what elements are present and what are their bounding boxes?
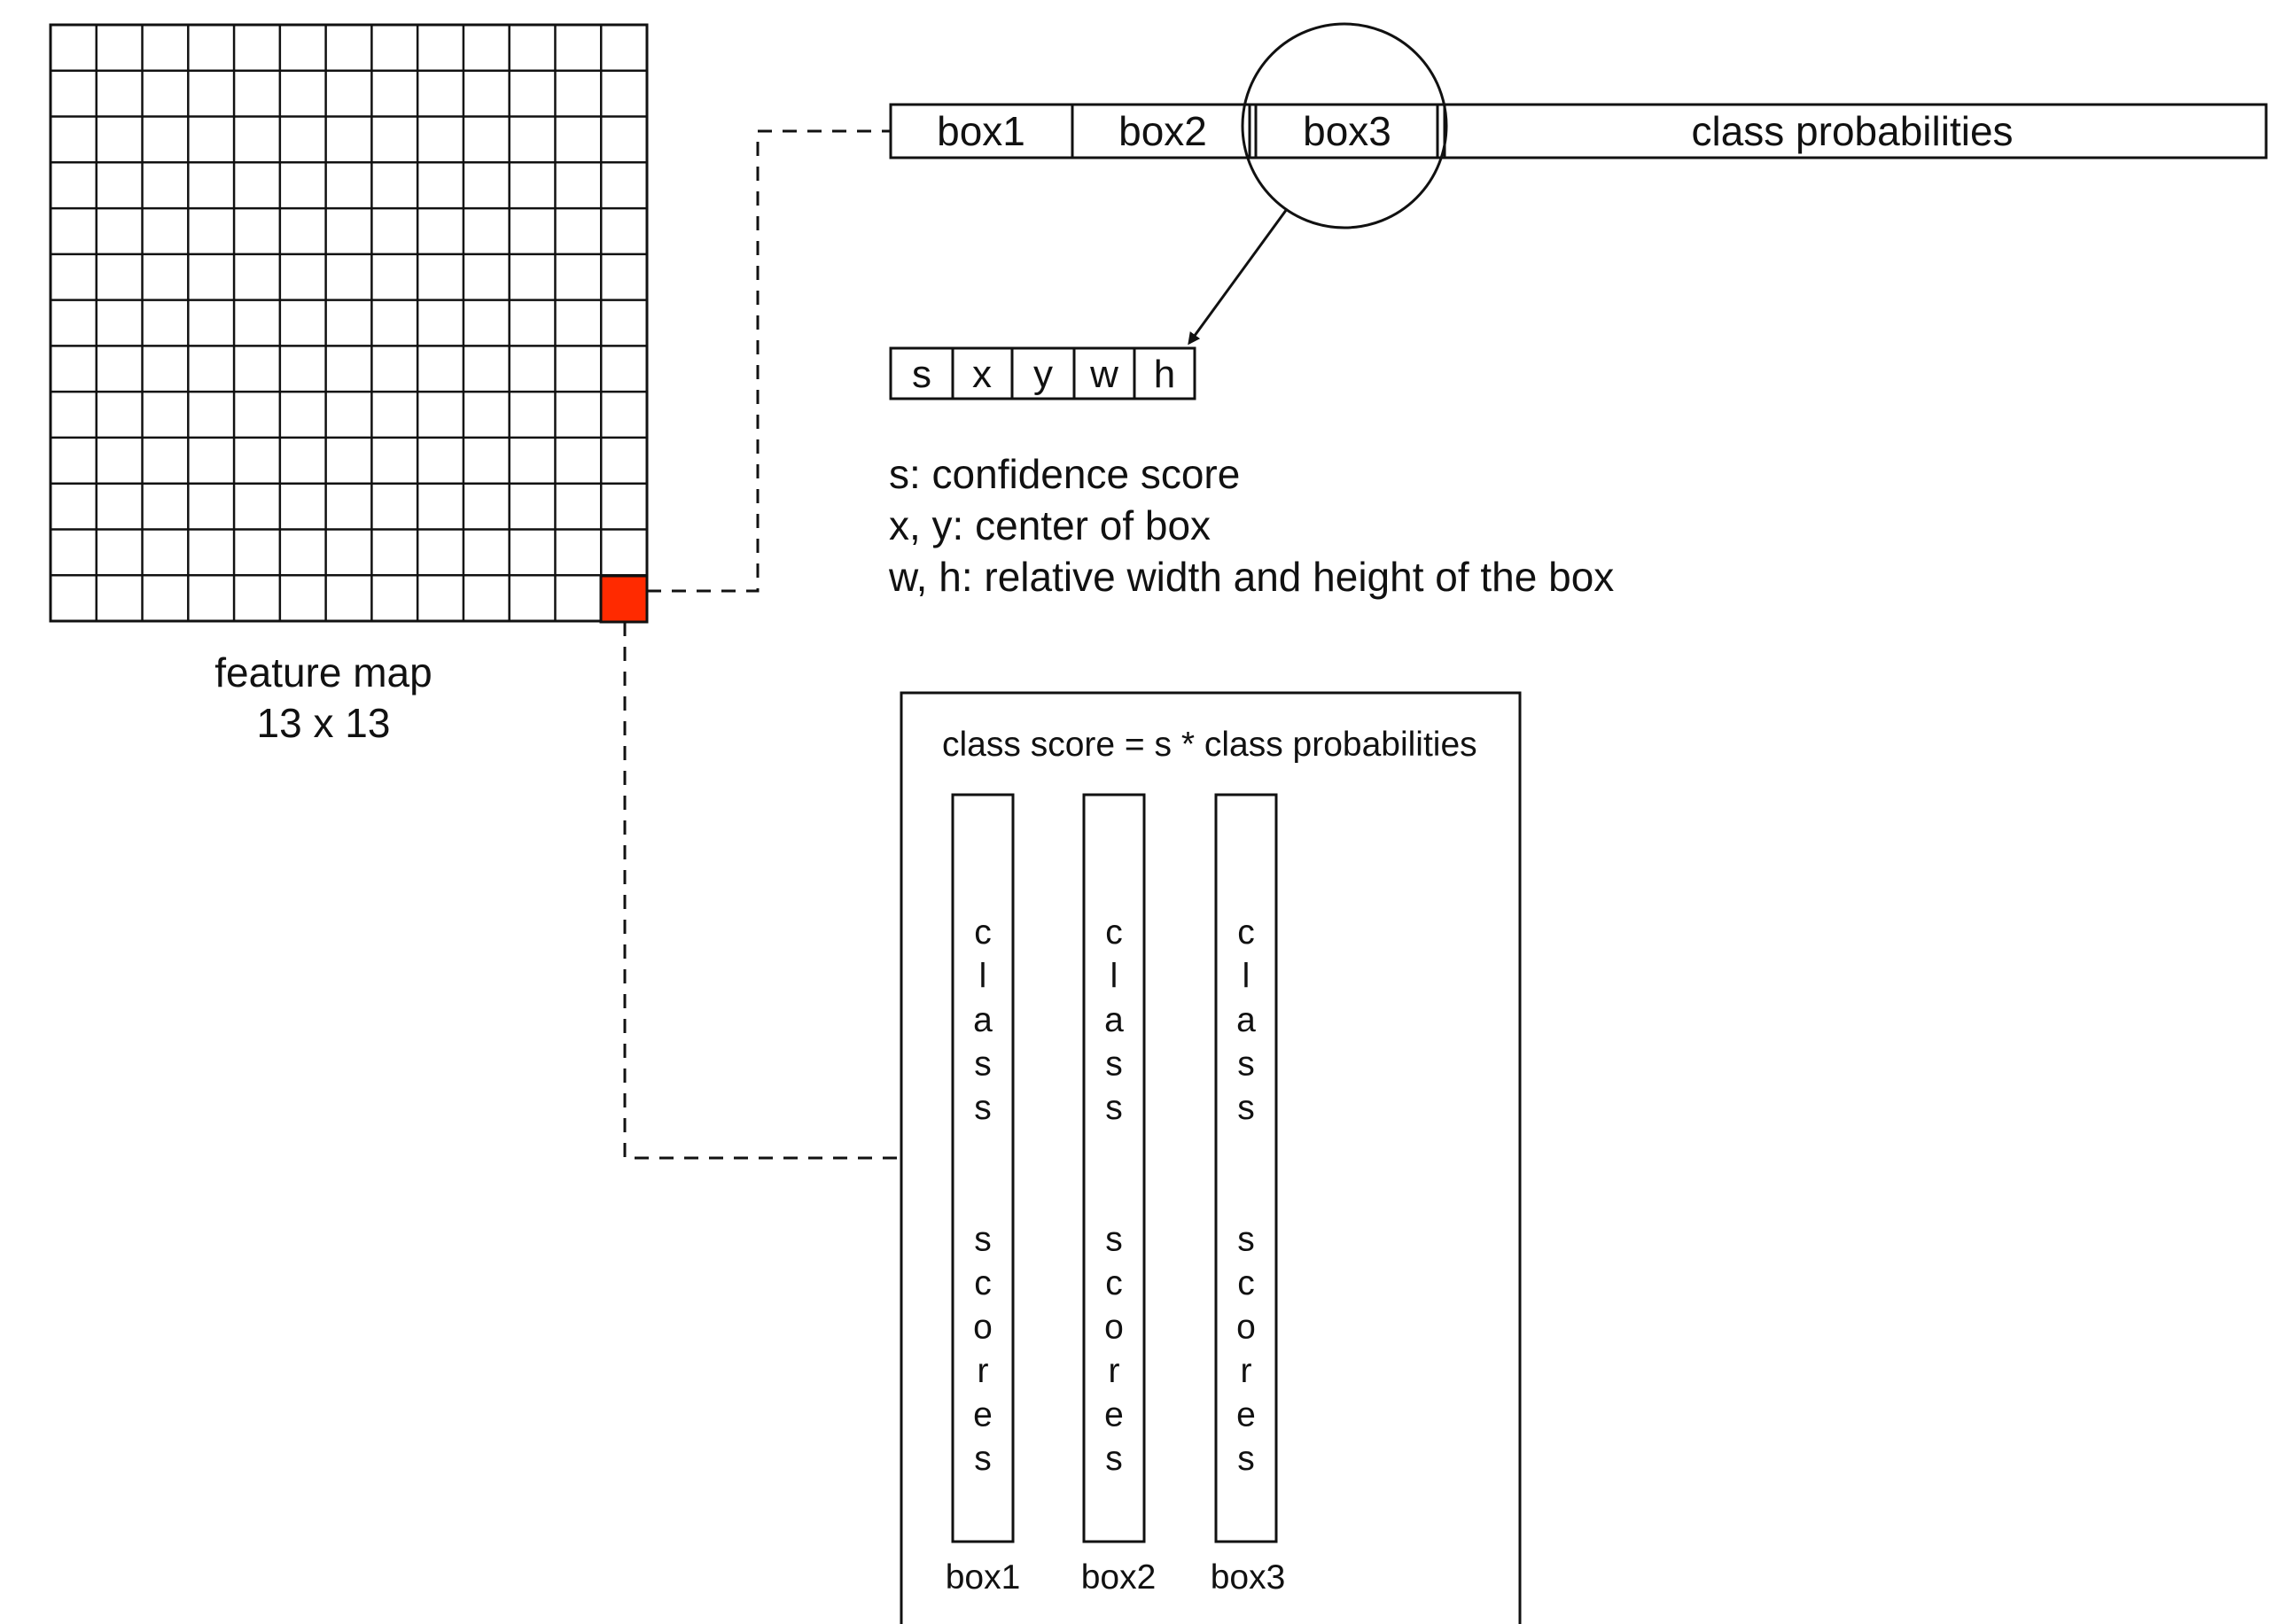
score-column-letter: c xyxy=(1237,1264,1255,1302)
output-vector-frame xyxy=(889,103,2268,159)
field-h: h xyxy=(1154,353,1175,396)
score-column-letter: e xyxy=(1104,1396,1124,1434)
class-score-panel-frame xyxy=(900,691,1522,1624)
score-column-letter: c xyxy=(1105,1264,1123,1302)
feature-map-grid xyxy=(49,23,649,623)
score-column-1 xyxy=(951,793,1015,1543)
score-column-letter: l xyxy=(1110,958,1118,996)
score-column-label-1: box1 xyxy=(946,1558,1021,1597)
feature-map-size: 13 x 13 xyxy=(257,700,391,746)
score-column-letter: s xyxy=(1237,1440,1255,1478)
score-column-letter: c xyxy=(974,913,992,952)
score-column-letter: r xyxy=(1241,1352,1252,1390)
box-fields-frame xyxy=(889,346,1196,400)
score-column-letter: a xyxy=(1236,1001,1256,1039)
connector-to-output-vector xyxy=(647,129,891,593)
zoom-circle xyxy=(1241,22,1448,229)
field-s: s xyxy=(912,353,931,396)
feature-map-label: feature map xyxy=(214,649,432,695)
grid-frame xyxy=(49,23,649,623)
field-w: w xyxy=(1089,353,1118,396)
field-x: x xyxy=(972,353,992,396)
score-column-letter: r xyxy=(1109,1352,1120,1390)
score-column-letter: a xyxy=(973,1001,993,1039)
score-column-3 xyxy=(1214,793,1278,1543)
score-column-letter: s xyxy=(1105,1221,1123,1259)
score-column-letter: s xyxy=(974,1440,992,1478)
score-column-letter: s xyxy=(1105,1440,1123,1478)
score-column-letter: l xyxy=(979,958,987,996)
class-probabilities-cell: class probabilities xyxy=(1691,108,2013,154)
box1-cell: box1 xyxy=(937,108,1025,154)
score-column-letter: s xyxy=(1237,1045,1255,1084)
class-score-columns: classscoresbox1classscoresbox2classscore… xyxy=(946,793,1286,1597)
legend-center: x, y: center of box xyxy=(889,502,1211,548)
output-vector: box1 box2 box3 class probabilities xyxy=(889,103,2268,159)
box2-cell: box2 xyxy=(1118,108,1207,154)
score-column-letter: s xyxy=(974,1045,992,1084)
score-column-letter: o xyxy=(1236,1309,1256,1347)
score-column-letter: s xyxy=(1105,1045,1123,1084)
score-column-letter: s xyxy=(1237,1221,1255,1259)
box-fields: s x y w h xyxy=(889,346,1196,400)
score-column-letter: s xyxy=(974,1089,992,1127)
score-column-letter: c xyxy=(974,1264,992,1302)
highlighted-cell xyxy=(599,574,649,624)
legend-size: w, h: relative width and height of the b… xyxy=(888,554,1614,600)
score-column-letter: o xyxy=(1104,1309,1124,1347)
score-column-letter: s xyxy=(1105,1089,1123,1127)
score-column-label-2: box2 xyxy=(1081,1558,1157,1597)
score-column-letter: e xyxy=(973,1396,993,1434)
score-column-letter: r xyxy=(978,1352,989,1390)
score-column-letter: c xyxy=(1105,913,1123,952)
class-score-panel: class score = s * class probabilities cl… xyxy=(900,691,1522,1624)
score-column-letter: a xyxy=(1104,1001,1124,1039)
connector-to-class-score-panel xyxy=(623,622,900,1160)
score-column-2 xyxy=(1082,793,1146,1543)
score-column-letter: l xyxy=(1243,958,1250,996)
score-column-letter: s xyxy=(974,1221,992,1259)
field-y: y xyxy=(1033,353,1053,396)
score-column-letter: c xyxy=(1237,913,1255,952)
score-column-letter: e xyxy=(1236,1396,1256,1434)
box3-cell: box3 xyxy=(1303,108,1391,154)
score-column-letter: s xyxy=(1237,1089,1255,1127)
zoom-arrow xyxy=(1188,208,1289,346)
score-column-label-3: box3 xyxy=(1211,1558,1286,1597)
class-score-formula: class score = s * class probabilities xyxy=(942,726,1477,764)
legend-confidence: s: confidence score xyxy=(889,451,1240,497)
score-column-letter: o xyxy=(973,1309,993,1347)
